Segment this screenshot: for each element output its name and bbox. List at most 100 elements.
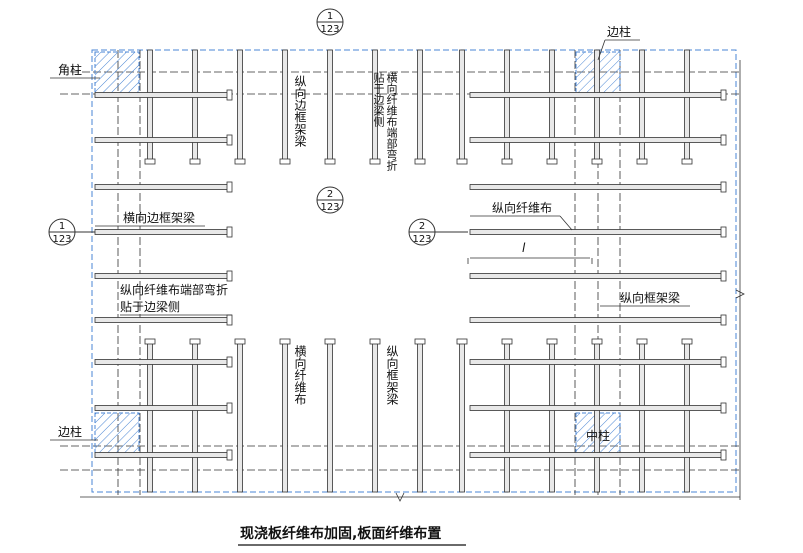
- fiber-strip-vertical-18: [684, 49, 690, 161]
- section-mid-ref: 123: [320, 202, 339, 213]
- fiber-strip-horizontal-9: [94, 184, 229, 190]
- fiber-strip-vertical-28: [282, 342, 288, 493]
- fiber-strip-vertical-4: [327, 49, 333, 161]
- fiber-strip-horizontal-19: [469, 92, 723, 98]
- fiber-strip-end-cap: [681, 338, 693, 345]
- label-corner-column: 角柱: [58, 62, 82, 77]
- fiber-strip-horizontal-10: [94, 229, 229, 235]
- fiber-strip-end-cap: [720, 134, 727, 146]
- label-middle-column: 中柱: [586, 428, 610, 443]
- fiber-strip-end-cap: [226, 402, 233, 414]
- label-transverse-fiber: 横向纤维布: [293, 345, 307, 406]
- fiber-strips: [94, 49, 727, 493]
- fiber-strip-horizontal-12: [94, 317, 229, 323]
- fiber-strip-vertical-16: [594, 49, 600, 161]
- fiber-strip-horizontal-24: [469, 317, 723, 323]
- fiber-strip-horizontal-32: [94, 359, 229, 365]
- section-top-ref: 123: [320, 24, 339, 35]
- fiber-strip-vertical-3: [282, 49, 288, 161]
- section-right-num: 2: [419, 221, 425, 232]
- fiber-strip-vertical-30: [372, 342, 378, 493]
- fiber-strip-horizontal-11: [94, 273, 229, 279]
- fiber-strip-vertical-6: [417, 49, 423, 161]
- fiber-strip-end-cap: [720, 314, 727, 326]
- fiber-strip-end-cap: [636, 158, 648, 165]
- fiber-strip-end-cap: [144, 158, 156, 165]
- fiber-strip-end-cap: [546, 338, 558, 345]
- fiber-strip-vertical-2: [237, 49, 243, 161]
- fiber-strip-end-cap: [591, 158, 603, 165]
- fiber-strip-end-cap: [324, 158, 336, 165]
- leader-lines: [50, 39, 690, 441]
- fiber-strip-horizontal-42: [469, 405, 723, 411]
- fiber-strip-vertical-38: [594, 342, 600, 493]
- fiber-strip-end-cap: [456, 338, 468, 345]
- fiber-strip-end-cap: [720, 270, 727, 282]
- fiber-strip-horizontal-33: [94, 405, 229, 411]
- section-left-ref: 123: [52, 234, 71, 245]
- section-left-num: 1: [59, 221, 65, 232]
- fiber-strip-horizontal-7: [94, 92, 229, 98]
- fiber-strip-vertical-35: [459, 342, 465, 493]
- fiber-strip-end-cap: [720, 402, 727, 414]
- fiber-strip-vertical-25: [147, 342, 153, 493]
- fiber-strip-end-cap: [414, 338, 426, 345]
- fiber-strip-end-cap: [501, 338, 513, 345]
- fiber-strip-vertical-37: [549, 342, 555, 493]
- label-length-symbol: l: [522, 241, 526, 255]
- fiber-strip-end-cap: [226, 134, 233, 146]
- fiber-strip-end-cap: [279, 158, 291, 165]
- fiber-strip-horizontal-41: [469, 359, 723, 365]
- fiber-strip-end-cap: [369, 158, 381, 165]
- label-transverse-fiber-bend-wrap: 横向纤维布端部弯折贴于边梁侧: [372, 72, 398, 171]
- fiber-strip-vertical-27: [237, 342, 243, 493]
- label-transverse-fiber-bend: 横向纤维布端部弯折贴于边梁侧: [372, 72, 398, 171]
- fiber-strip-horizontal-20: [469, 137, 723, 143]
- fiber-strip-horizontal-22: [469, 229, 723, 235]
- fiber-strip-end-cap: [226, 226, 233, 238]
- fiber-strip-end-cap: [189, 338, 201, 345]
- fiber-strip-vertical-36: [504, 342, 510, 493]
- fiber-strip-end-cap: [324, 338, 336, 345]
- fiber-strip-vertical-39: [639, 342, 645, 493]
- break-symbol-right: [735, 289, 745, 299]
- fiber-strip-vertical-13: [459, 49, 465, 161]
- fiber-strip-horizontal-23: [469, 273, 723, 279]
- label-edge-column-left: 边柱: [58, 424, 82, 439]
- fiber-strip-end-cap: [226, 270, 233, 282]
- fiber-strip-end-cap: [720, 226, 727, 238]
- corner-column: [94, 51, 140, 95]
- fiber-strip-end-cap: [279, 338, 291, 345]
- fiber-strip-end-cap: [226, 181, 233, 193]
- fiber-strip-end-cap: [501, 158, 513, 165]
- fiber-strip-end-cap: [226, 89, 233, 101]
- label-longitudinal-fiber-bend: 纵向纤维布端部弯折贴于边梁侧: [120, 283, 229, 314]
- label-longitudinal-frame-beam-bottom: 纵向框架梁: [385, 345, 399, 405]
- fiber-strip-end-cap: [636, 338, 648, 345]
- label-transverse-edge-beam: 横向边框架梁: [123, 210, 195, 225]
- fiber-strip-vertical-1: [192, 49, 198, 161]
- fiber-strip-end-cap: [591, 338, 603, 345]
- fiber-strip-end-cap: [720, 356, 727, 368]
- fiber-strip-vertical-14: [504, 49, 510, 161]
- fiber-strip-end-cap: [226, 356, 233, 368]
- fiber-strip-vertical-15: [549, 49, 555, 161]
- fiber-strip-horizontal-34: [94, 452, 229, 458]
- fiber-strip-end-cap: [456, 158, 468, 165]
- fiber-strip-end-cap: [720, 89, 727, 101]
- slab-boundary: [91, 49, 737, 493]
- section-mid-num: 2: [327, 189, 333, 200]
- fiber-strip-end-cap: [189, 158, 201, 165]
- fiber-strip-end-cap: [226, 449, 233, 461]
- fiber-strip-vertical-0: [147, 49, 153, 161]
- section-marker-top: 1 123: [316, 8, 344, 36]
- label-longitudinal-fiber: 纵向纤维布: [492, 200, 552, 215]
- fiber-strip-end-cap: [414, 158, 426, 165]
- fiber-strip-end-cap: [720, 449, 727, 461]
- fiber-strip-horizontal-21: [469, 184, 723, 190]
- label-longitudinal-fiber-bend-wrap: 纵向纤维布端部弯折贴于边梁侧: [120, 283, 229, 314]
- beam-centerlines: [60, 50, 740, 495]
- fiber-strip-vertical-29: [327, 342, 333, 493]
- fiber-strip-vertical-40: [684, 342, 690, 493]
